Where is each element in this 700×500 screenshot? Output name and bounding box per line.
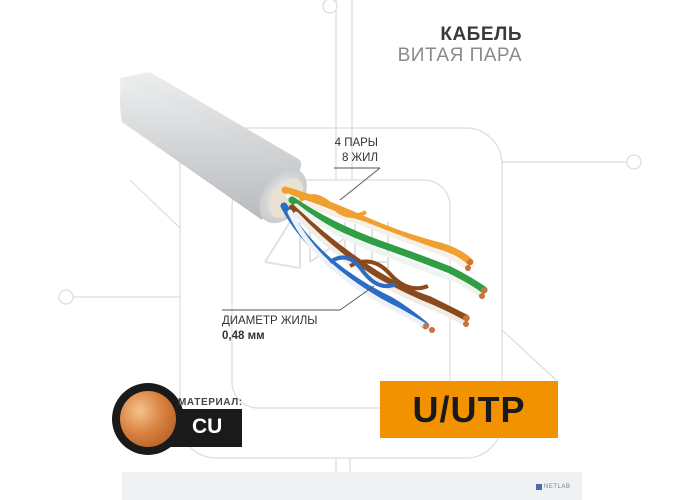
diameter-label: ДИАМЕТР ЖИЛЫ bbox=[222, 315, 318, 327]
shield-type-badge: U/UTP bbox=[380, 381, 558, 438]
copper-core-icon bbox=[120, 391, 176, 447]
netlab-logo-icon bbox=[536, 484, 542, 490]
diameter-value: 0,48 мм bbox=[222, 330, 265, 342]
material-label: МАТЕРИАЛ: bbox=[178, 397, 243, 408]
diameter-callout: ДИАМЕТР ЖИЛЫ 0,48 мм bbox=[222, 314, 317, 344]
copper-icon bbox=[112, 383, 184, 455]
product-title: КАБЕЛЬ bbox=[440, 24, 522, 45]
pairs-count: 4 ПАРЫ bbox=[334, 137, 378, 149]
product-subtitle: ВИТАЯ ПАРА bbox=[397, 45, 522, 66]
material-badge: МАТЕРИАЛ: CU bbox=[112, 383, 243, 459]
pairs-callout: 4 ПАРЫ 8 ЖИЛ bbox=[330, 136, 378, 166]
brand-logo: NETLAB bbox=[544, 484, 571, 490]
material-value: CU bbox=[192, 415, 223, 438]
wires-count: 8 ЖИЛ bbox=[341, 152, 378, 164]
bottom-strip bbox=[122, 472, 582, 500]
